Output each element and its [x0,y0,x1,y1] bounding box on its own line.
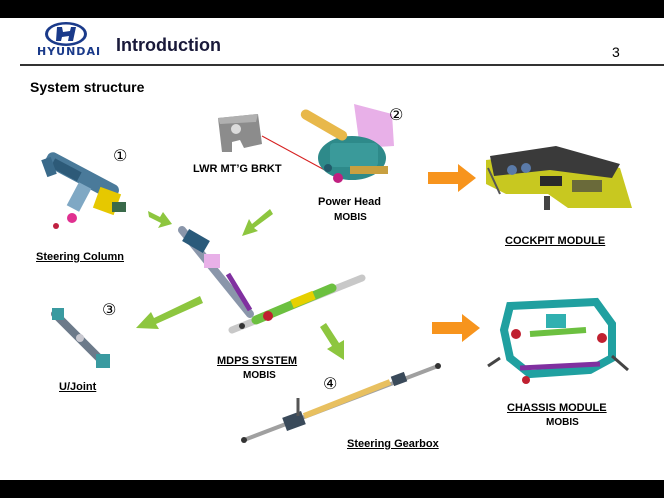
steering-column-label: Steering Column [36,251,125,263]
power-head-image [300,104,394,183]
page-title: Introduction [116,35,221,55]
section-title: System structure [30,79,145,95]
page-number: 3 [612,44,620,60]
chassis-supplier: MOBIS [546,417,579,428]
cockpit-module-label: COCKPIT MODULE [505,235,606,247]
u-joint-label: U/Joint [59,381,97,393]
marker-3: ③ [102,300,117,319]
steering-gearbox-image [241,363,441,443]
chassis-module-image [487,297,629,384]
orange-arrow-icon [432,314,480,342]
hyundai-logo-icon [45,22,87,46]
header-divider [20,64,664,66]
green-arrow-icon [320,323,344,360]
power-head-label: Power Head [318,196,381,208]
u-joint-image [51,308,110,368]
power-head-supplier: MOBIS [334,212,367,223]
illustration-layer [41,22,632,443]
cockpit-module-image [486,146,632,210]
mdps-supplier: MOBIS [243,370,276,381]
marker-2: ② [389,105,404,124]
steering-gearbox-label: Steering Gearbox [347,438,439,450]
green-arrow-icon [242,209,273,236]
marker-1: ① [113,146,128,165]
chassis-module-label: CHASSIS MODULE [507,402,607,414]
bracket-leader-line [261,135,333,175]
green-arrow-icon [148,211,172,228]
brand-wordmark: HYUNDAI [37,45,102,58]
orange-arrow-icon [428,164,476,192]
green-arrow-icon [136,296,203,329]
mdps-system-label: MDPS SYSTEM [217,355,298,367]
mdps-system-image [178,226,366,334]
bracket-label: LWR MT’G BRKT [193,163,282,175]
steering-column-image [41,152,126,229]
bracket-image [218,114,262,152]
slide: HYUNDAI Introduction 3 System structure … [0,18,664,480]
marker-4: ④ [323,374,338,393]
